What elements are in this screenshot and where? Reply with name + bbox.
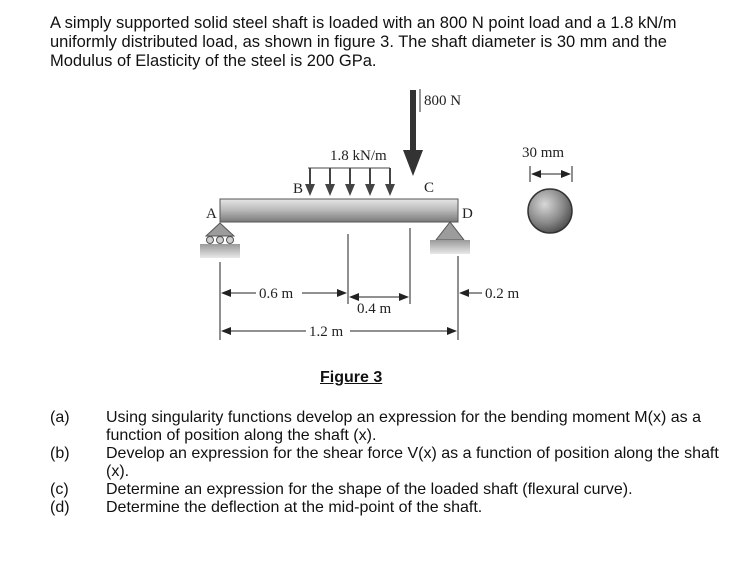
shaft-cross-section	[527, 188, 573, 234]
udl-label: 1.8 kN/m	[330, 148, 387, 164]
pin-support-d	[430, 221, 470, 254]
question-label: (a)	[50, 409, 70, 426]
dimension-extension-lines	[219, 228, 459, 340]
roller-support-a	[200, 222, 240, 258]
question-text: Develop an expression for the shear forc…	[106, 445, 719, 480]
dim-ad-label: 1.2 m	[309, 324, 344, 340]
question-text: Using singularity functions develop an e…	[106, 409, 701, 444]
question-text: Determine the deflection at the mid-poin…	[106, 499, 483, 516]
point-d-label: D	[462, 206, 473, 222]
question-text: Determine an expression for the shape of…	[106, 481, 633, 498]
question-label: (b)	[50, 445, 70, 462]
question-item-b: (b) Develop an expression for the shear …	[50, 445, 720, 481]
point-a-label: A	[206, 206, 217, 222]
point-load-arrow-head	[403, 150, 423, 176]
question-item-c: (c) Determine an expression for the shap…	[50, 481, 720, 499]
diameter-label: 30 mm	[522, 145, 564, 161]
question-item-d: (d) Determine the deflection at the mid-…	[50, 499, 720, 517]
dim-ab-label: 0.6 m	[259, 286, 294, 302]
problem-statement: A simply supported solid steel shaft is …	[50, 14, 677, 70]
point-b-label: B	[293, 181, 303, 197]
udl-arrows	[305, 167, 395, 196]
figure-caption: Figure 3	[320, 369, 383, 386]
question-list: (a) Using singularity functions develop …	[50, 409, 720, 517]
dim-overhang-label: 0.2 m	[485, 286, 520, 302]
question-label: (c)	[50, 481, 69, 498]
question-label: (d)	[50, 499, 70, 516]
point-load-arrow-shaft	[410, 90, 416, 152]
shaft-beam	[219, 198, 459, 223]
question-item-a: (a) Using singularity functions develop …	[50, 409, 720, 445]
point-c-label: C	[424, 180, 434, 196]
point-load-label: 800 N	[424, 93, 461, 109]
dim-bc-label: 0.4 m	[357, 301, 392, 317]
